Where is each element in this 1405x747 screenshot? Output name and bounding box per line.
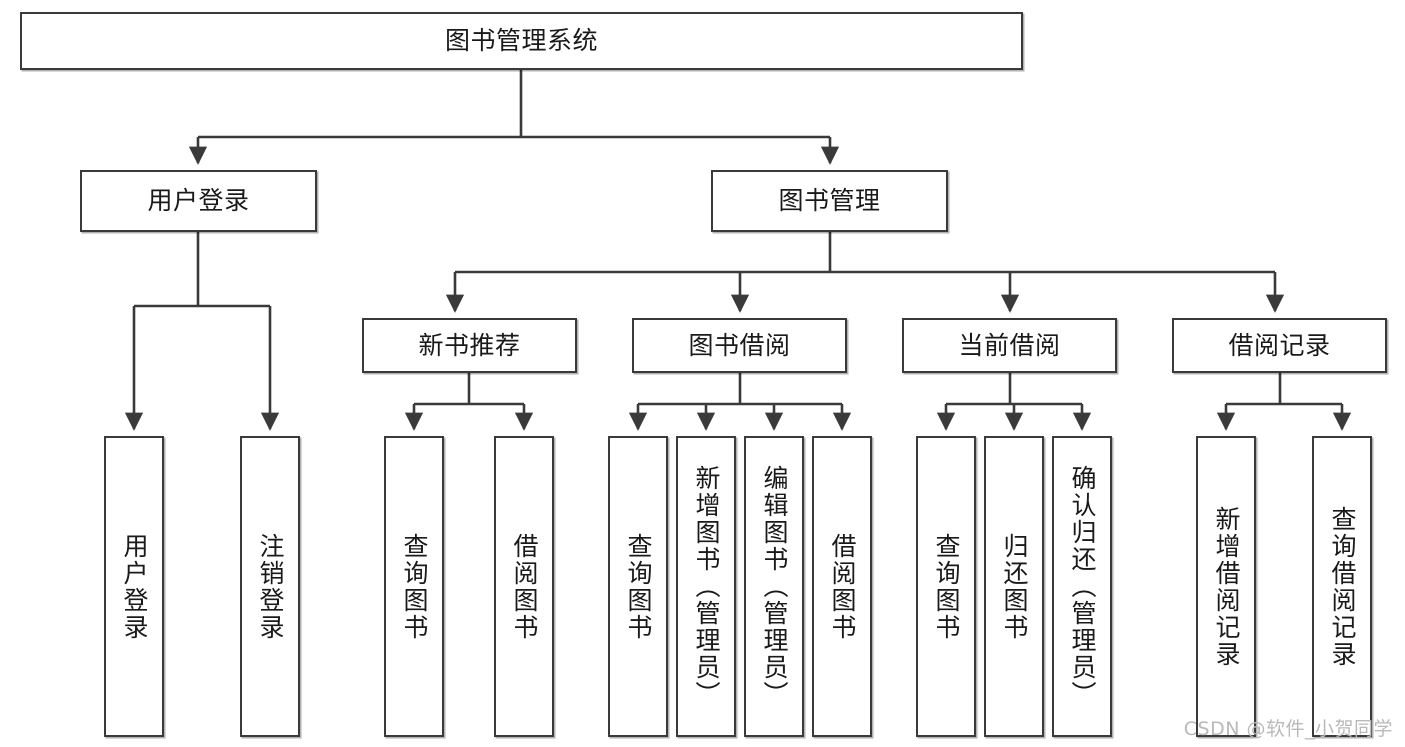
leaf-borrow-record-query-record[interactable]: 查询借阅记录 bbox=[1312, 436, 1372, 737]
node-new-book-recommend[interactable]: 新书推荐 bbox=[362, 318, 577, 373]
node-borrow-record[interactable]: 借阅记录 bbox=[1172, 318, 1387, 373]
leaf-book-borrow-edit-book-admin[interactable]: 编辑图书（管理员） bbox=[744, 436, 804, 737]
node-label: 查询图书 bbox=[400, 532, 429, 641]
node-label: 用户登录 bbox=[120, 532, 149, 641]
node-label: 借阅记录 bbox=[1228, 330, 1331, 360]
node-label: 图书借阅 bbox=[688, 330, 791, 360]
node-label: 借阅图书 bbox=[510, 532, 539, 641]
node-current-borrow[interactable]: 当前借阅 bbox=[902, 318, 1117, 373]
node-book-management[interactable]: 图书管理 bbox=[711, 170, 948, 232]
leaf-book-borrow-query-book[interactable]: 查询图书 bbox=[608, 436, 668, 737]
leaf-current-borrow-confirm-return-admin[interactable]: 确认归还（管理员） bbox=[1052, 436, 1112, 737]
node-label: 用户登录 bbox=[147, 186, 250, 216]
node-label: 新书推荐 bbox=[418, 330, 521, 360]
node-label: 新增借阅记录 bbox=[1212, 505, 1241, 668]
node-label: 查询图书 bbox=[932, 532, 961, 641]
leaf-book-borrow-add-book-admin[interactable]: 新增图书（管理员） bbox=[676, 436, 736, 737]
node-label: 确认归还（管理员） bbox=[1068, 465, 1097, 708]
leaf-new-book-borrow-book[interactable]: 借阅图书 bbox=[494, 436, 554, 737]
node-label: 借阅图书 bbox=[828, 532, 857, 641]
node-label: 新增图书（管理员） bbox=[692, 465, 721, 708]
leaf-borrow-record-add-record[interactable]: 新增借阅记录 bbox=[1196, 436, 1256, 737]
leaf-new-book-query-book[interactable]: 查询图书 bbox=[384, 436, 444, 737]
leaf-book-borrow-borrow-book[interactable]: 借阅图书 bbox=[812, 436, 872, 737]
node-book-borrow[interactable]: 图书借阅 bbox=[632, 318, 847, 373]
node-label: 查询图书 bbox=[624, 532, 653, 641]
node-user-login[interactable]: 用户登录 bbox=[80, 170, 317, 232]
leaf-current-borrow-return-book[interactable]: 归还图书 bbox=[984, 436, 1044, 737]
node-label: 注销登录 bbox=[256, 532, 285, 641]
leaf-current-borrow-query-book[interactable]: 查询图书 bbox=[916, 436, 976, 737]
leaf-user-login-login[interactable]: 用户登录 bbox=[104, 436, 164, 737]
node-label: 图书管理 bbox=[778, 186, 881, 216]
node-label: 编辑图书（管理员） bbox=[760, 465, 789, 708]
node-label: 当前借阅 bbox=[958, 330, 1061, 360]
node-root-book-management-system[interactable]: 图书管理系统 bbox=[20, 12, 1023, 70]
node-label: 图书管理系统 bbox=[444, 26, 598, 56]
node-label: 查询借阅记录 bbox=[1328, 505, 1357, 668]
node-label: 归还图书 bbox=[1000, 532, 1029, 641]
leaf-user-login-logout[interactable]: 注销登录 bbox=[240, 436, 300, 737]
